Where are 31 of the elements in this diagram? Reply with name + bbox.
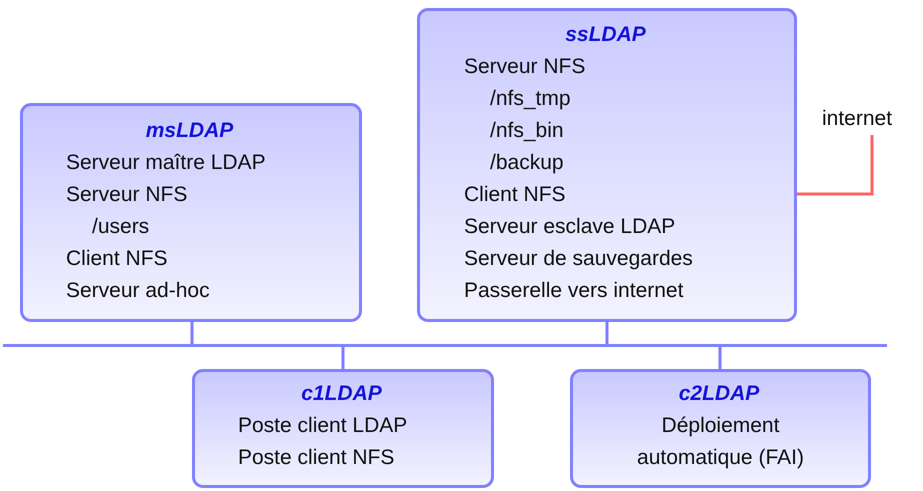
node-label: internet	[822, 105, 892, 133]
service-text: Serveur de sauvegardes	[464, 246, 694, 272]
connector-line	[342, 347, 344, 369]
host-name: ssLDAP	[564, 22, 647, 48]
service-text: Client NFS	[464, 182, 567, 208]
service-text: /backup	[489, 150, 565, 176]
server-box	[20, 103, 362, 322]
service-text: /users	[91, 214, 150, 240]
host-name: c1LDAP	[300, 381, 383, 407]
service-text: Serveur NFS	[66, 182, 188, 208]
server-box	[570, 369, 871, 488]
service-text: Serveur esclave LDAP	[464, 214, 676, 240]
service-text: Passerelle vers internet	[464, 278, 684, 304]
service-text: Client NFS	[66, 246, 169, 272]
service-text: Serveur ad-hoc	[66, 278, 211, 304]
connector-line	[718, 347, 722, 369]
network-bus-line	[3, 344, 887, 347]
host-name: msLDAP	[144, 118, 234, 144]
connector-line	[190, 322, 194, 344]
host-name: c2LDAP	[678, 381, 760, 407]
service-text: /nfs_bin	[489, 118, 565, 144]
server-box	[192, 369, 494, 488]
server-box	[417, 8, 797, 322]
connector-line	[606, 322, 608, 344]
service-text: Poste client LDAP	[238, 413, 408, 439]
service-text: /nfs_tmp	[489, 86, 572, 112]
service-text: Serveur NFS	[464, 54, 586, 80]
service-text: Serveur maître LDAP	[66, 150, 267, 176]
service-text: Déploiement automatique (FAI)	[636, 413, 805, 471]
connector-line	[797, 135, 874, 196]
service-text: Poste client NFS	[238, 445, 396, 471]
